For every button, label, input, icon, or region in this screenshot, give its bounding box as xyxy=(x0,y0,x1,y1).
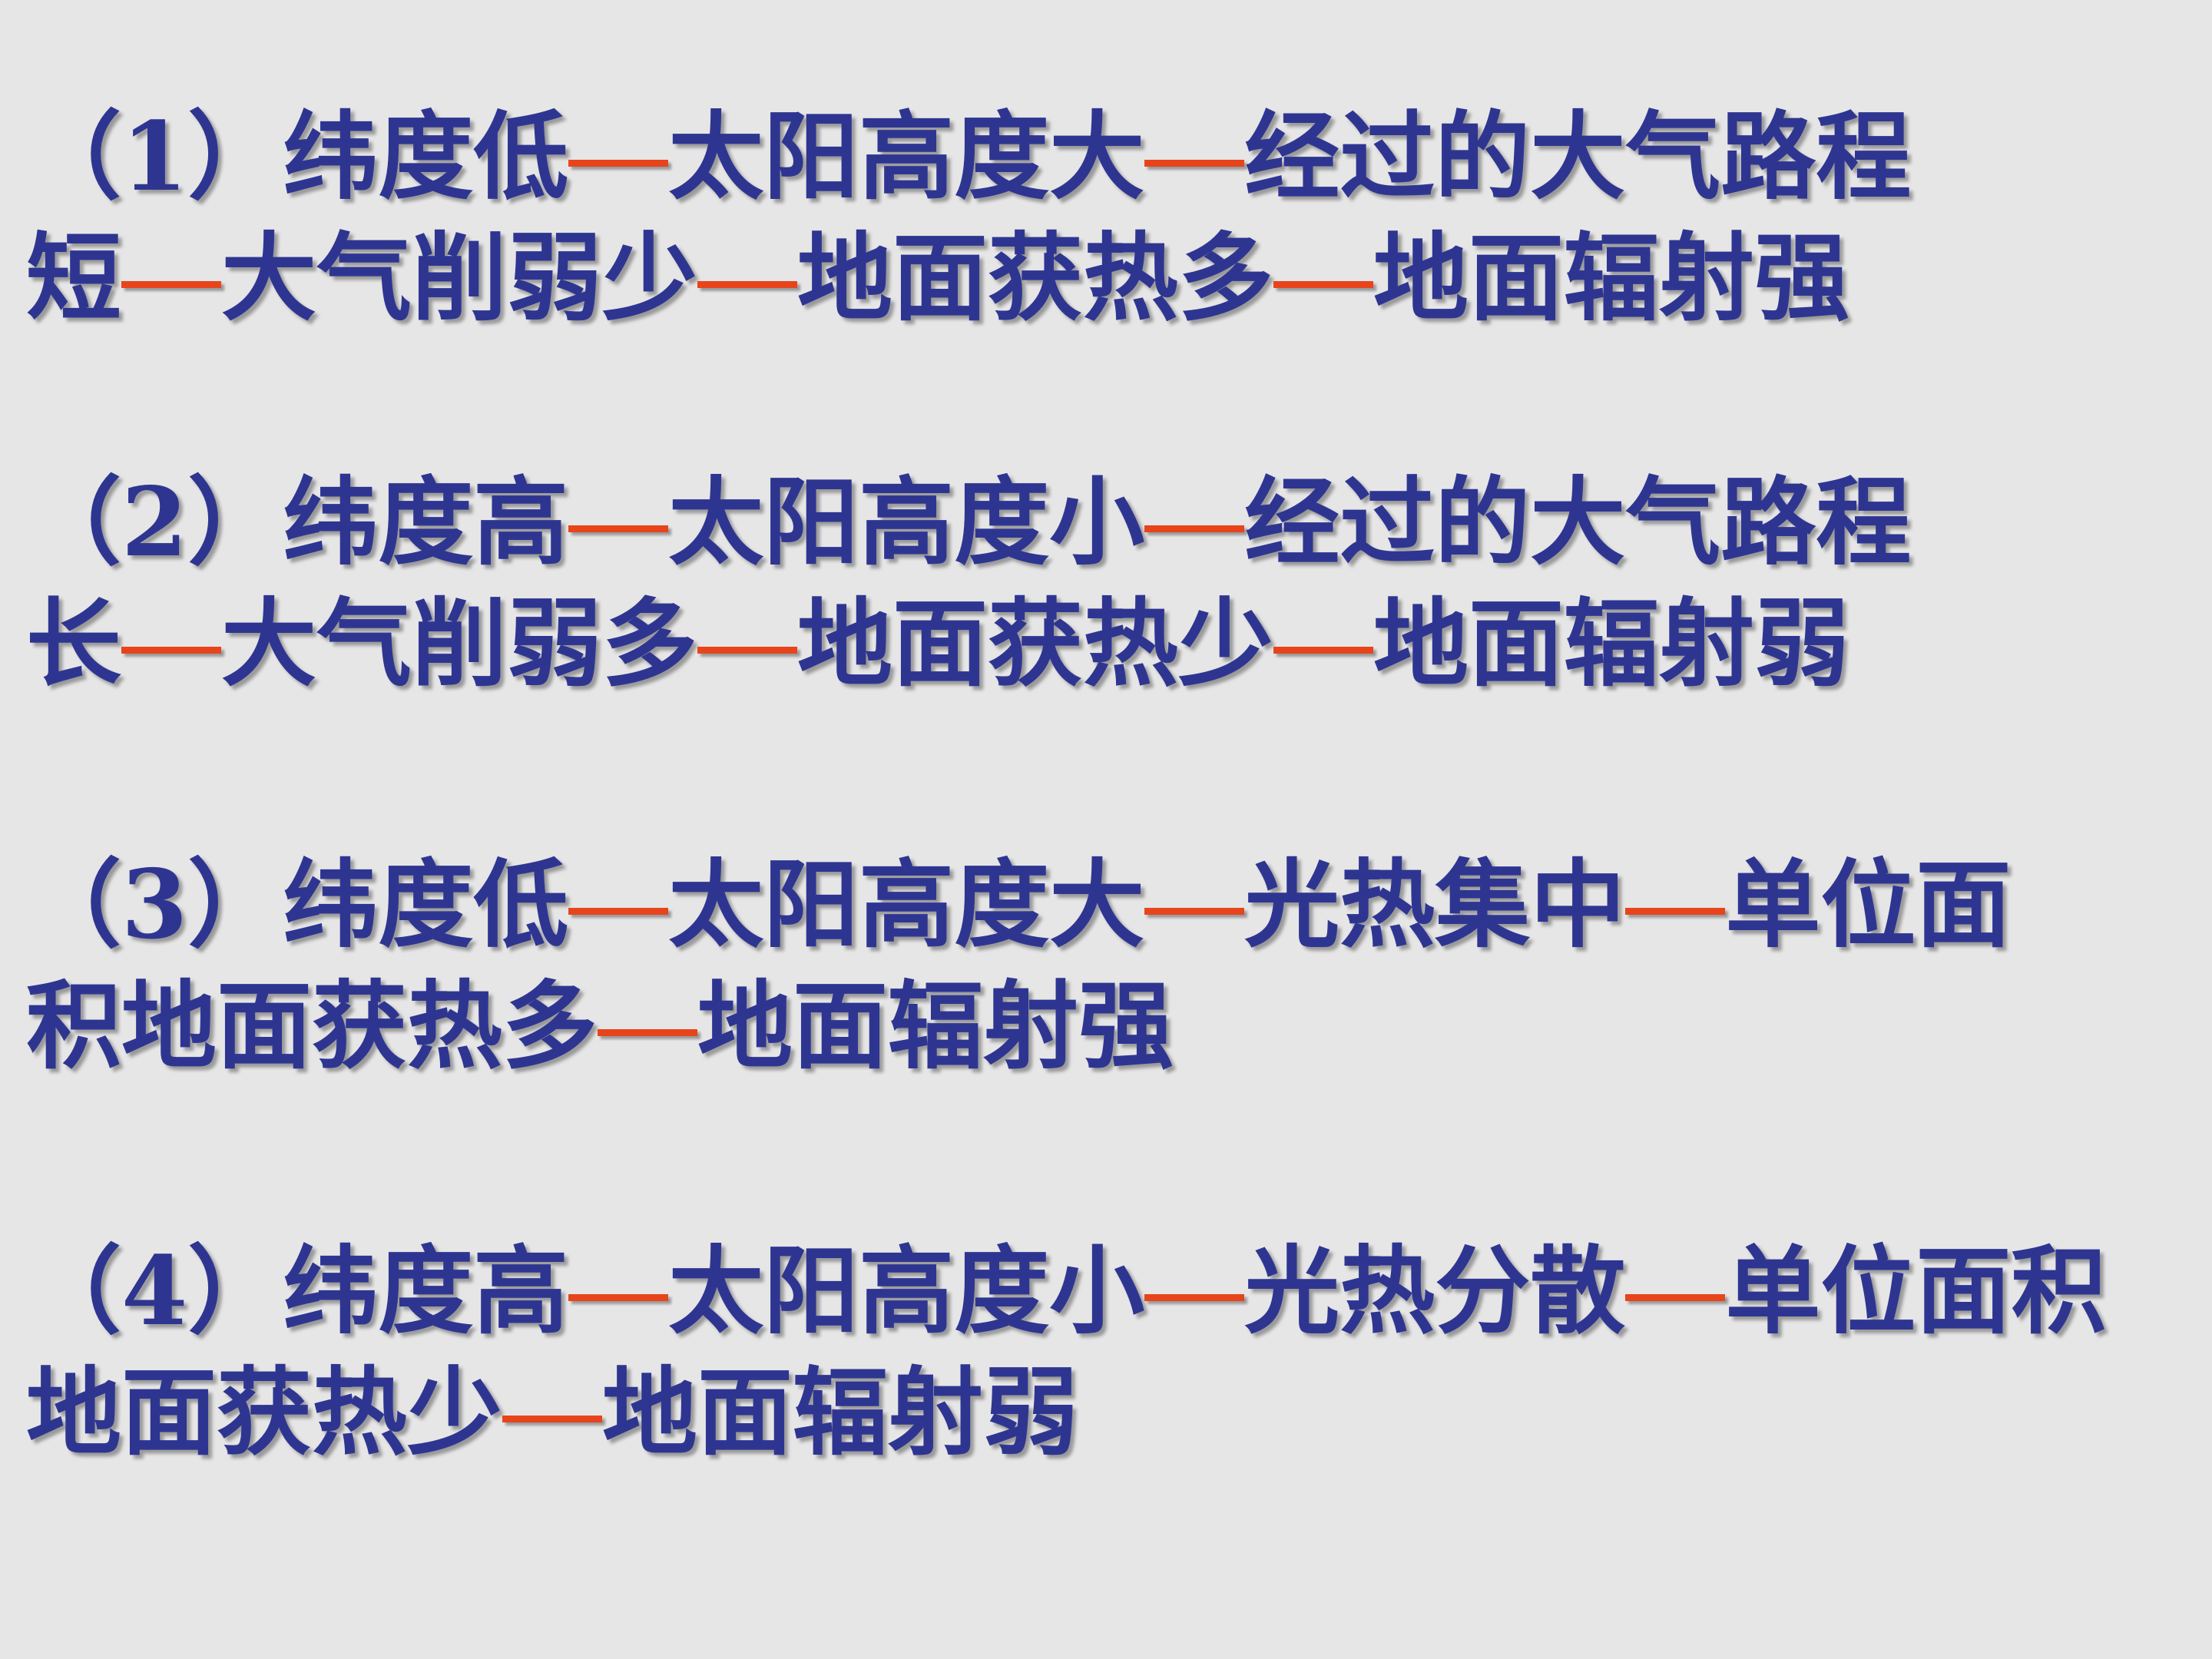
paragraph-1: （1）纬度低太阳高度大经过的大气路程 短大气削弱少地面获热多地面辐射强 xyxy=(26,97,2184,339)
connector-dash xyxy=(1273,647,1374,654)
connector-dash xyxy=(697,281,798,289)
connector-dash xyxy=(1625,1294,1726,1302)
text-segment: 太阳高度大 xyxy=(668,849,1145,961)
paragraph-3-line-1: （3）纬度低太阳高度大光热集中单位面 xyxy=(26,845,2184,966)
text-segment: 太阳高度大 xyxy=(668,101,1145,213)
text-segment: 经过的大气路程 xyxy=(1244,101,1912,213)
connector-dash xyxy=(568,908,669,916)
text-segment: 地面获热少 xyxy=(797,588,1274,700)
text-segment: 经过的大气路程 xyxy=(1244,467,1912,578)
text-segment: 地面辐射强 xyxy=(697,971,1174,1082)
connector-dash xyxy=(121,281,222,289)
paragraph-2-line-1: （2）纬度高太阳高度小经过的大气路程 xyxy=(26,462,2184,584)
connector-dash xyxy=(568,1294,669,1302)
paragraph-1-line-1: （1）纬度低太阳高度大经过的大气路程 xyxy=(26,97,2184,218)
text-segment: 地面辐射强 xyxy=(1373,223,1850,334)
text-segment: 地面获热少 xyxy=(26,1357,503,1469)
connector-dash xyxy=(1144,525,1245,533)
paragraph-1-line-2: 短大气削弱少地面获热多地面辐射强 xyxy=(26,218,2184,339)
connector-dash xyxy=(1625,908,1726,916)
paragraph-3: （3）纬度低太阳高度大光热集中单位面 积地面获热多地面辐射强 xyxy=(26,845,2184,1088)
text-segment: 地面辐射弱 xyxy=(1373,588,1850,700)
connector-dash xyxy=(1144,160,1245,167)
paragraph-2: （2）纬度高太阳高度小经过的大气路程 长大气削弱多地面获热少地面辐射弱 xyxy=(26,462,2184,705)
text-segment: 光热分散 xyxy=(1244,1236,1626,1347)
connector-dash xyxy=(1144,908,1245,916)
connector-dash xyxy=(568,525,669,533)
text-segment: （4）纬度高 xyxy=(26,1236,569,1347)
connector-dash xyxy=(598,1029,698,1037)
connector-dash xyxy=(568,160,669,167)
text-segment: 积地面获热多 xyxy=(26,971,598,1082)
text-segment: 光热集中 xyxy=(1244,849,1626,961)
paragraph-4-line-1: （4）纬度高太阳高度小光热分散单位面积 xyxy=(26,1231,2184,1353)
connector-dash xyxy=(121,647,222,654)
connector-dash xyxy=(1273,281,1374,289)
text-segment: 短 xyxy=(26,223,122,334)
paragraph-4: （4）纬度高太阳高度小光热分散单位面积 地面获热少地面辐射弱 xyxy=(26,1231,2184,1474)
paragraph-3-line-2: 积地面获热多地面辐射强 xyxy=(26,966,2184,1088)
paragraph-2-line-2: 长大气削弱多地面获热少地面辐射弱 xyxy=(26,584,2184,705)
text-segment: 地面获热多 xyxy=(797,223,1274,334)
text-segment: 单位面 xyxy=(1725,849,2012,961)
text-segment: 大气削弱多 xyxy=(221,588,698,700)
text-segment: 太阳高度小 xyxy=(668,1236,1145,1347)
paragraph-4-line-2: 地面获热少地面辐射弱 xyxy=(26,1353,2184,1474)
connector-dash xyxy=(502,1416,603,1423)
connector-dash xyxy=(1144,1294,1245,1302)
text-segment: 长 xyxy=(26,588,122,700)
connector-dash xyxy=(697,647,798,654)
text-segment: 地面辐射弱 xyxy=(602,1357,1079,1469)
text-segment: 太阳高度小 xyxy=(668,467,1145,578)
text-segment: 大气削弱少 xyxy=(221,223,698,334)
text-segment: （3）纬度低 xyxy=(26,849,569,961)
text-segment: （2）纬度高 xyxy=(26,467,569,578)
text-segment: （1）纬度低 xyxy=(26,101,569,213)
text-segment: 单位面积 xyxy=(1725,1236,2107,1347)
